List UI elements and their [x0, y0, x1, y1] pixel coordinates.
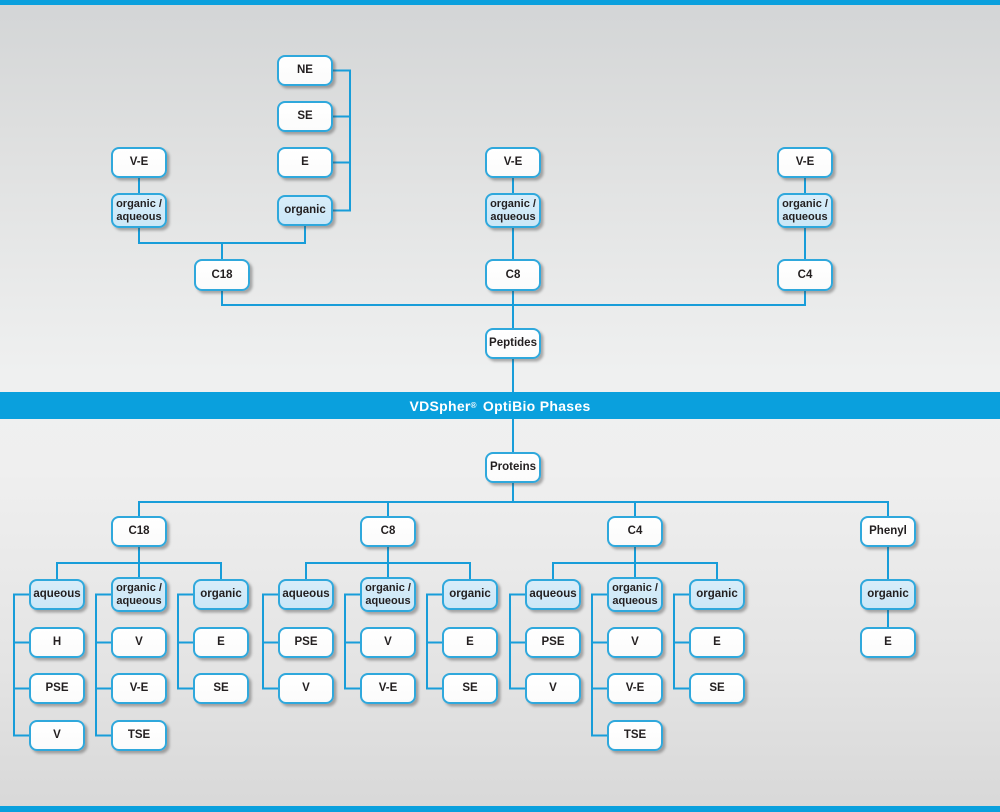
- phase-box-e: E: [860, 627, 916, 658]
- phase-box-ve: V-E: [111, 147, 167, 178]
- phase-box-ve: V-E: [111, 673, 167, 704]
- solvent-box-organic: organic: [442, 579, 498, 610]
- phase-box-v: V: [278, 673, 334, 704]
- phase-box-se: SE: [689, 673, 745, 704]
- solvent-box-organic-aqueous: organic / aqueous: [607, 577, 663, 612]
- phase-box-ne: NE: [277, 55, 333, 86]
- root-box-peptides: Peptides: [485, 328, 541, 359]
- banner-brand: VDSpher: [409, 397, 471, 414]
- phase-box-v: V: [111, 627, 167, 658]
- solvent-box-aqueous: aqueous: [525, 579, 581, 610]
- phase-box-ve: V-E: [485, 147, 541, 178]
- solvent-box-organic: organic: [193, 579, 249, 610]
- phase-box-v: V: [360, 627, 416, 658]
- phase-box-ve: V-E: [360, 673, 416, 704]
- solvent-box-organic-aqueous: organic / aqueous: [485, 193, 541, 228]
- solvent-box-organic: organic: [860, 579, 916, 610]
- phase-box-ve: V-E: [607, 673, 663, 704]
- phase-box-ve: V-E: [777, 147, 833, 178]
- banner-vdspher-optibio-phases: VDSpher®OptiBio Phases: [0, 392, 1000, 419]
- phase-box-h: H: [29, 627, 85, 658]
- solvent-box-organic: organic: [277, 195, 333, 226]
- solvent-box-organic-aqueous: organic / aqueous: [111, 193, 167, 228]
- solvent-box-organic-aqueous: organic / aqueous: [111, 577, 167, 612]
- solvent-box-organic-aqueous: organic / aqueous: [360, 577, 416, 612]
- phase-box-se: SE: [193, 673, 249, 704]
- phase-box-tse: TSE: [607, 720, 663, 751]
- column-box-c18: C18: [194, 259, 250, 291]
- phase-box-e: E: [442, 627, 498, 658]
- solvent-box-organic-aqueous: organic / aqueous: [777, 193, 833, 228]
- top-accent-bar: [0, 0, 1000, 5]
- column-box-phenyl: Phenyl: [860, 516, 916, 547]
- phase-box-pse: PSE: [525, 627, 581, 658]
- solvent-box-organic: organic: [689, 579, 745, 610]
- phase-box-pse: PSE: [29, 673, 85, 704]
- phase-box-pse: PSE: [278, 627, 334, 658]
- column-box-c8: C8: [485, 259, 541, 291]
- phase-box-v: V: [525, 673, 581, 704]
- phase-box-e: E: [689, 627, 745, 658]
- phase-box-e: E: [193, 627, 249, 658]
- phase-box-se: SE: [442, 673, 498, 704]
- solvent-box-aqueous: aqueous: [278, 579, 334, 610]
- phase-box-v: V: [29, 720, 85, 751]
- banner-suffix: OptiBio Phases: [482, 397, 591, 414]
- column-box-c8: C8: [360, 516, 416, 547]
- column-box-c4: C4: [777, 259, 833, 291]
- phase-box-tse: TSE: [111, 720, 167, 751]
- phase-box-e: E: [277, 147, 333, 178]
- root-box-proteins: Proteins: [485, 452, 541, 483]
- column-box-c4: C4: [607, 516, 663, 547]
- phase-box-se: SE: [277, 101, 333, 132]
- phase-box-v: V: [607, 627, 663, 658]
- bottom-accent-bar: [0, 806, 1000, 812]
- column-box-c18: C18: [111, 516, 167, 547]
- solvent-box-aqueous: aqueous: [29, 579, 85, 610]
